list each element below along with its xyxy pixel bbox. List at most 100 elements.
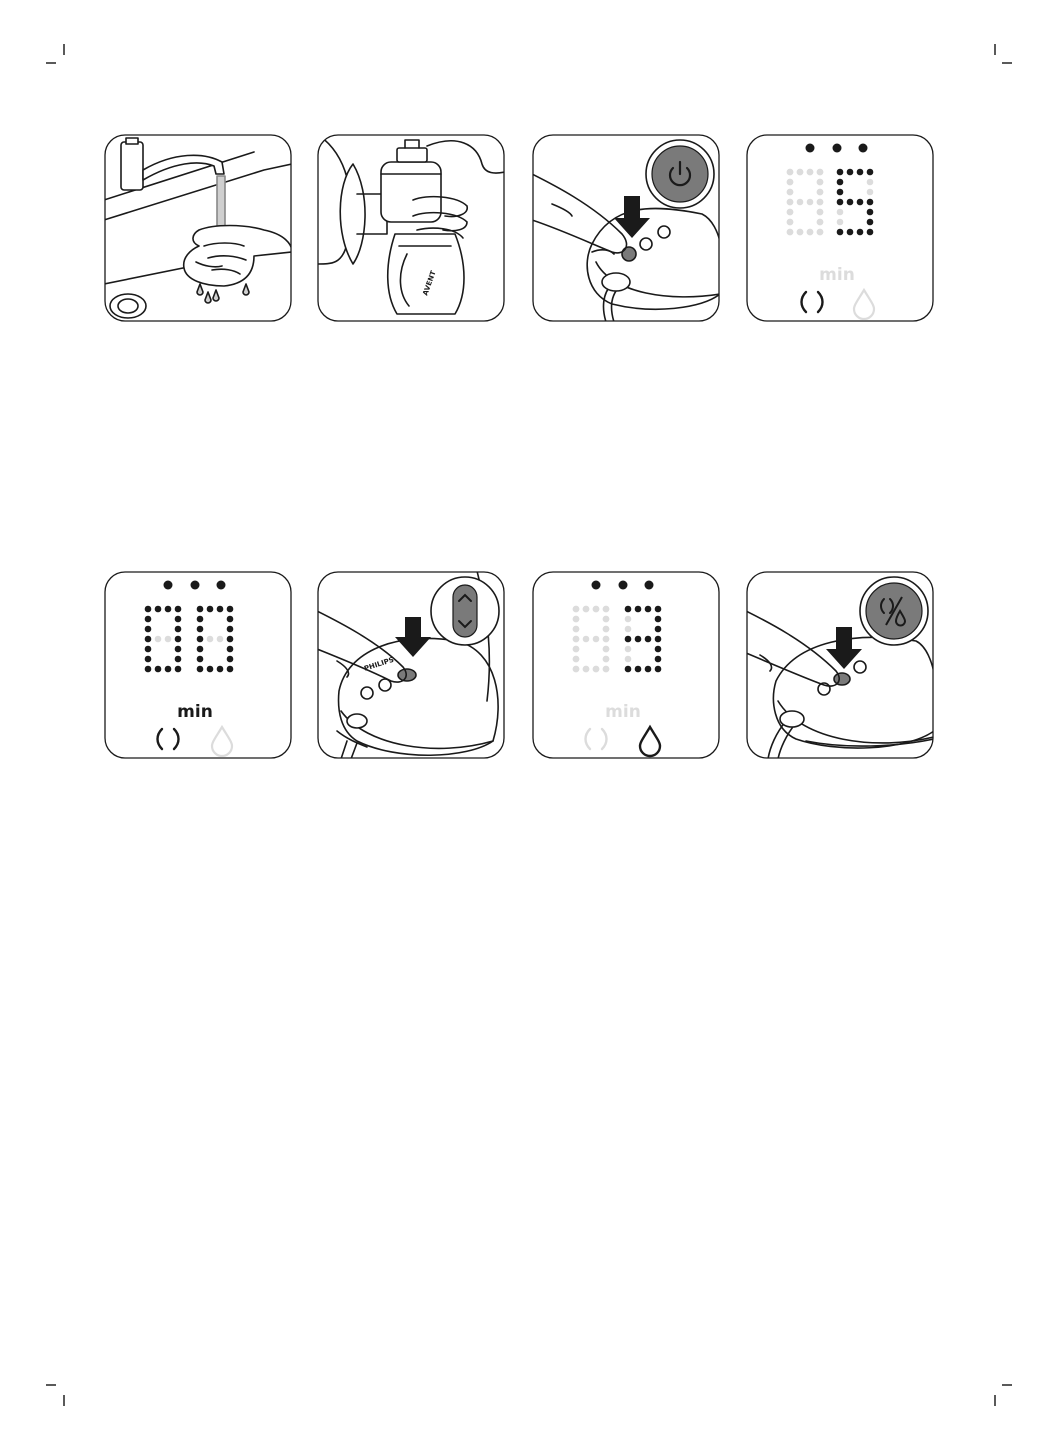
matrix-dot	[625, 626, 632, 633]
lit-dot	[593, 666, 600, 673]
lit-dot	[603, 666, 610, 673]
lit-dot	[837, 169, 844, 176]
lit-dot	[847, 229, 854, 236]
lit-dot	[625, 606, 632, 613]
lit-dot	[573, 646, 580, 653]
lit-dot	[817, 169, 824, 176]
lit-dot	[145, 606, 152, 613]
lit-dot	[573, 666, 580, 673]
lit-dot	[655, 606, 662, 613]
panel-display-stimulation-2: min	[104, 571, 292, 759]
lit-dot	[837, 199, 844, 206]
lit-dot	[145, 616, 152, 623]
matrix-dot	[583, 636, 590, 643]
lit-dot	[787, 179, 794, 186]
lit-dot	[603, 606, 610, 613]
lit-dot	[797, 229, 804, 236]
lit-dot	[573, 656, 580, 663]
lit-dot	[603, 626, 610, 633]
lit-dot	[625, 636, 632, 643]
lit-dot	[197, 656, 204, 663]
lit-dot	[867, 219, 874, 226]
mode-switch-icon	[860, 577, 928, 645]
matrix-dot	[217, 636, 224, 643]
lit-dot	[603, 646, 610, 653]
lit-dot	[635, 666, 642, 673]
matrix-dot	[807, 199, 814, 206]
lit-dot	[807, 229, 814, 236]
assembled-pump-icon: AVENT	[317, 134, 505, 322]
press-power-button-icon	[532, 134, 720, 322]
lit-dot	[787, 209, 794, 216]
lit-dot	[145, 636, 152, 643]
lit-dot	[645, 666, 652, 673]
panel-display-stimulation: min	[746, 134, 934, 322]
matrix-dot	[625, 616, 632, 623]
lit-dot	[857, 229, 864, 236]
lit-dot	[603, 616, 610, 623]
lit-dot	[583, 606, 590, 613]
lit-dot	[603, 636, 610, 643]
lit-dot	[807, 169, 814, 176]
lit-dot	[867, 229, 874, 236]
lit-dot	[635, 606, 642, 613]
lit-dot	[787, 229, 794, 236]
up-down-chevron-icon	[431, 577, 499, 645]
lit-dot	[797, 169, 804, 176]
lit-dot	[227, 636, 234, 643]
lit-dot	[655, 636, 662, 643]
lit-dot	[787, 169, 794, 176]
lit-dot	[145, 656, 152, 663]
lit-dot	[817, 189, 824, 196]
unit-label: min	[605, 702, 641, 722]
lit-dot	[837, 229, 844, 236]
lit-dot	[573, 626, 580, 633]
lit-dot	[197, 646, 204, 653]
lit-dot	[857, 199, 864, 206]
display-screen: min	[532, 571, 720, 759]
lit-dot	[227, 616, 234, 623]
lit-dot	[867, 199, 874, 206]
lit-dot	[217, 606, 224, 613]
wash-hands-icon	[104, 134, 292, 322]
lit-dot	[867, 169, 874, 176]
lit-dot	[867, 209, 874, 216]
matrix-dot	[867, 179, 874, 186]
lit-dot	[645, 636, 652, 643]
panel-display-expression: min	[532, 571, 720, 759]
lit-dot	[197, 636, 204, 643]
matrix-dot	[165, 636, 172, 643]
press-level-button-icon: PHILIPS	[317, 571, 505, 759]
lit-dot	[165, 606, 172, 613]
display-screen: min	[746, 134, 934, 322]
lit-dot	[817, 229, 824, 236]
lit-dot	[573, 616, 580, 623]
lit-dot	[175, 616, 182, 623]
lit-dot	[573, 636, 580, 643]
matrix-dot	[867, 189, 874, 196]
panel-press-mode	[746, 571, 934, 759]
lit-dot	[155, 606, 162, 613]
lit-dot	[817, 219, 824, 226]
lit-dot	[227, 666, 234, 673]
lit-dot	[175, 666, 182, 673]
lit-dot	[175, 656, 182, 663]
lit-dot	[817, 199, 824, 206]
lit-dot	[155, 666, 162, 673]
press-mode-button-icon	[746, 571, 934, 759]
lit-dot	[165, 666, 172, 673]
lit-dot	[655, 646, 662, 653]
lit-dot	[787, 199, 794, 206]
lit-dot	[817, 179, 824, 186]
lit-dot	[197, 606, 204, 613]
lit-dot	[583, 666, 590, 673]
lit-dot	[175, 606, 182, 613]
lit-dot	[145, 666, 152, 673]
lit-dot	[847, 169, 854, 176]
lit-dot	[655, 666, 662, 673]
lit-dot	[227, 626, 234, 633]
lit-dot	[645, 606, 652, 613]
lit-dot	[603, 656, 610, 663]
lit-dot	[837, 189, 844, 196]
